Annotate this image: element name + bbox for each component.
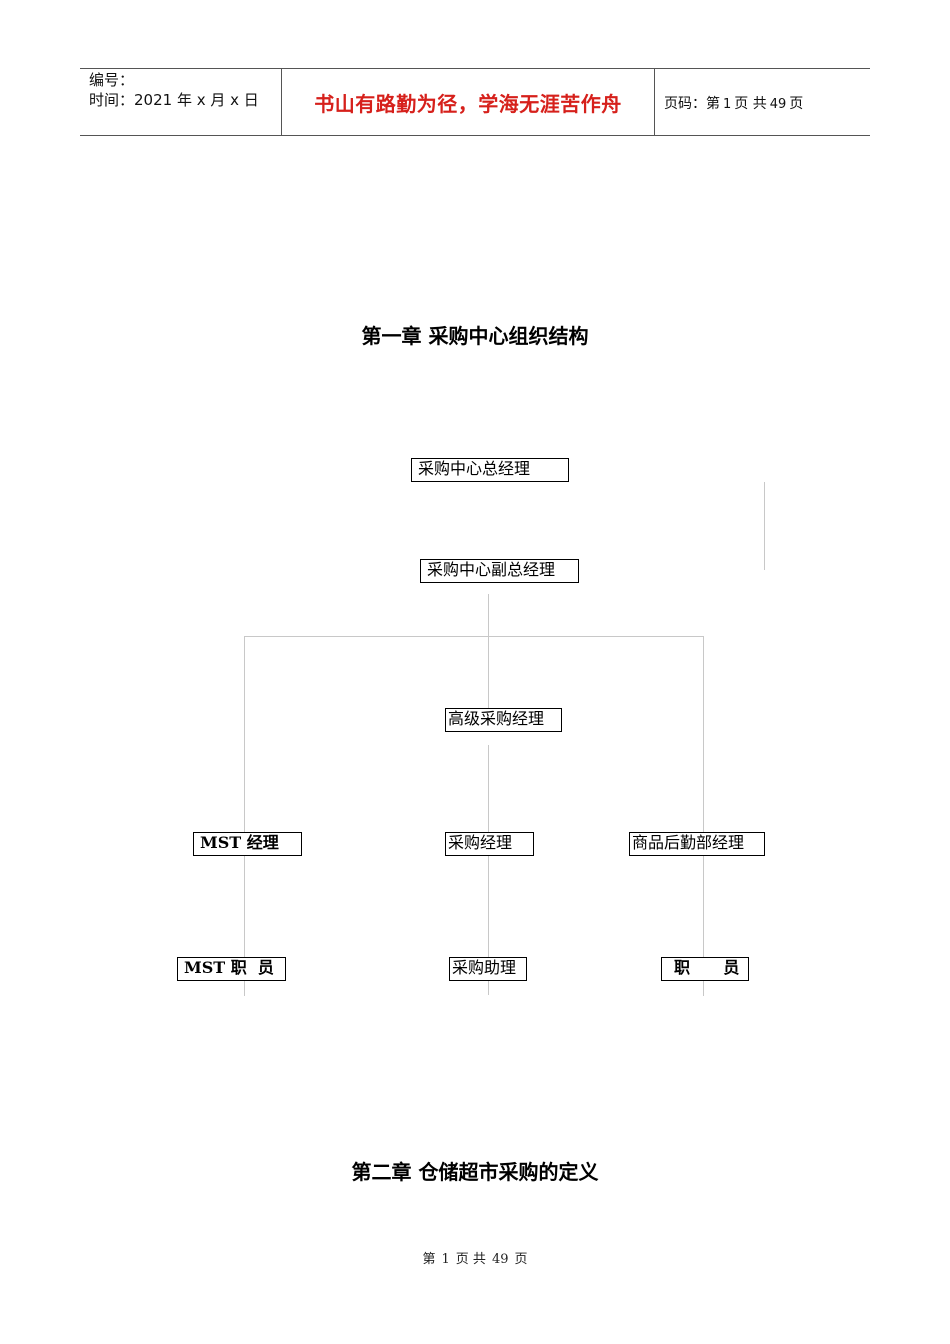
header-divider-1 xyxy=(281,68,282,136)
document-date-label: 时间：2021 年 x 月 x 日 xyxy=(89,91,259,109)
header-page-suffix: 页 xyxy=(789,96,804,112)
connector-left-branch xyxy=(244,636,245,996)
header-top-rule xyxy=(80,68,870,69)
header-page-prefix: 页码：第 xyxy=(664,96,720,112)
node-purchasing-manager: 采购经理 xyxy=(445,832,534,856)
header-meta: 编号： 时间：2021 年 x 月 x 日 xyxy=(89,70,259,110)
header-page-mid: 页 共 xyxy=(734,96,767,112)
connector-right-stub xyxy=(764,482,765,570)
connector-branch-horizontal xyxy=(244,636,703,637)
footer-prefix: 第 xyxy=(422,1252,436,1267)
node-mst-manager: MST 经理 xyxy=(193,832,302,856)
node-mst-staff: MST 职 员 xyxy=(177,957,286,981)
node-general-manager: 采购中心总经理 xyxy=(411,458,569,482)
header-bottom-rule xyxy=(80,135,870,136)
document-number-label: 编号： xyxy=(89,71,135,89)
header-page-current: 1 xyxy=(723,97,732,112)
connector-trunk xyxy=(488,594,489,724)
node-staff: 职 员 xyxy=(661,957,749,981)
node-deputy-manager: 采购中心副总经理 xyxy=(420,559,579,583)
connector-center-lower xyxy=(488,745,489,995)
header-divider-2 xyxy=(654,68,655,136)
node-purchasing-assistant: 采购助理 xyxy=(449,957,527,981)
header-page-total: 49 xyxy=(769,97,787,112)
header-motto: 书山有路勤为径，学海无涯苦作舟 xyxy=(314,92,622,116)
node-logistics-manager: 商品后勤部经理 xyxy=(629,832,765,856)
chapter-2-title: 第二章 仓储超市采购的定义 xyxy=(351,1160,599,1184)
footer-suffix: 页 xyxy=(514,1252,528,1267)
chapter-1-title: 第一章 采购中心组织结构 xyxy=(361,324,589,348)
connector-right-branch xyxy=(703,636,704,996)
node-senior-purchasing-manager: 高级采购经理 xyxy=(445,708,562,732)
footer-mid: 页 共 xyxy=(455,1252,486,1267)
footer-current: 1 xyxy=(441,1252,450,1267)
footer-total: 49 xyxy=(491,1252,509,1267)
